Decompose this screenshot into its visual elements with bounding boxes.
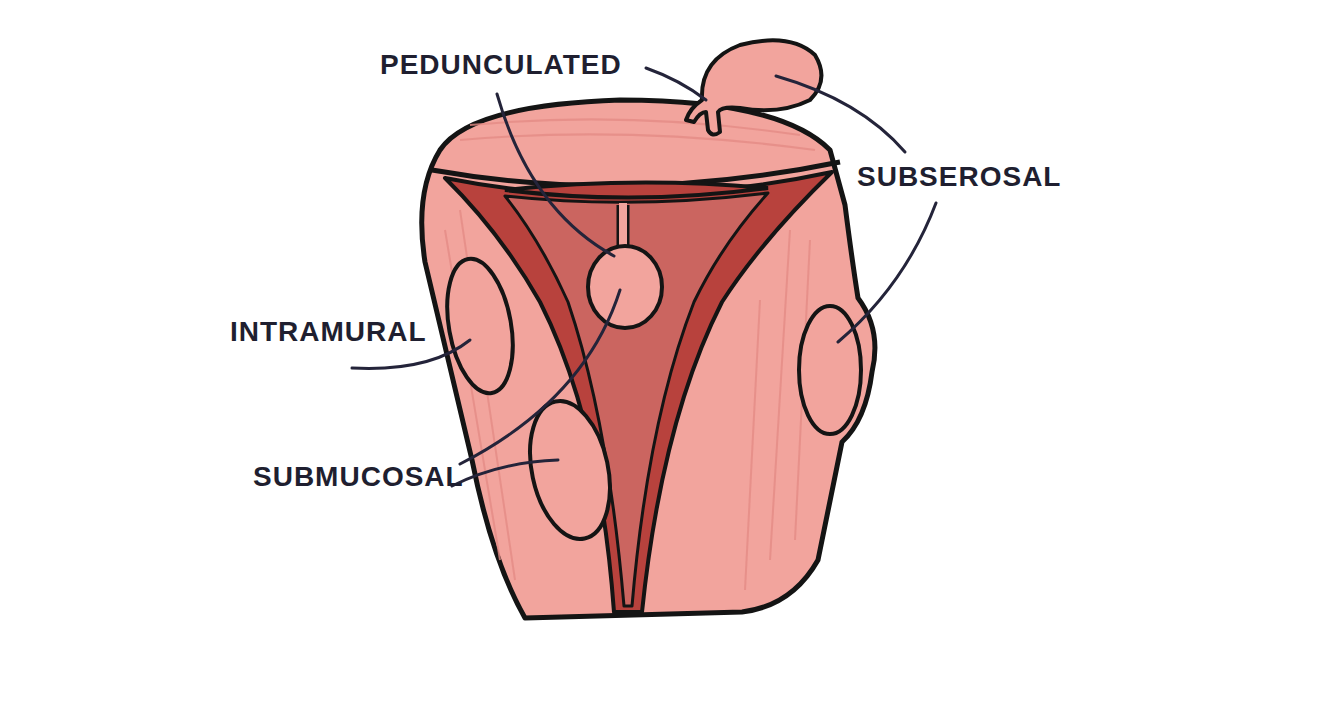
- intramural-fibroid: [438, 254, 523, 399]
- pedunculated-fibroid-cavity: [588, 246, 662, 328]
- part-label: PEDUNCULATED: [380, 48, 622, 82]
- subserosal-fibroid: [799, 306, 861, 434]
- pedunculated-fibroid-top: [686, 40, 821, 134]
- uterus-body: [422, 100, 875, 618]
- part-label: SUBSEROSAL: [857, 160, 1061, 194]
- leader-lines: [352, 68, 936, 486]
- part-label: SUBMUCOSAL: [253, 460, 464, 494]
- uterine-cavity: [505, 193, 768, 606]
- endometrium: [445, 172, 832, 612]
- part-label: INTRAMURAL: [230, 315, 427, 349]
